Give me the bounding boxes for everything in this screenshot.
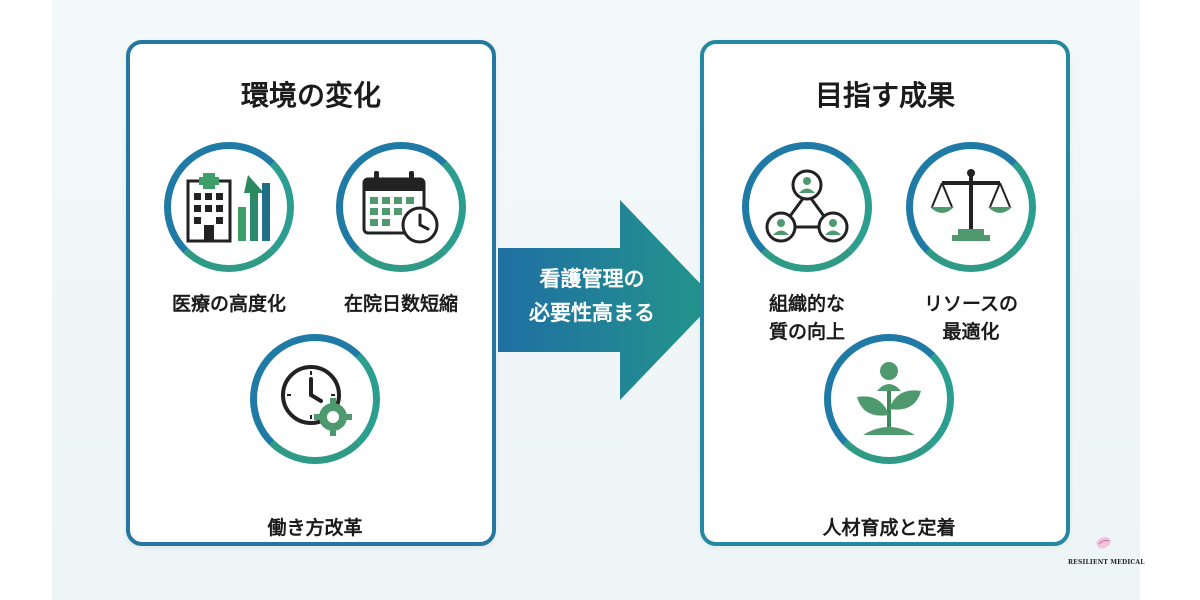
label-resource-optimization: リソースの 最適化 bbox=[923, 293, 1019, 343]
person-sprout-icon bbox=[824, 334, 954, 464]
panel-title-outcomes: 目指す成果 bbox=[814, 79, 955, 112]
hospital-growth-icon bbox=[164, 142, 294, 272]
panel-title-environment: 環境の変化 bbox=[240, 79, 381, 112]
arrow-text: 看護管理の 必要性高まる bbox=[529, 267, 655, 325]
item-work-style-reform: 働き方改革 bbox=[230, 334, 400, 542]
logo-mark-icon bbox=[1096, 536, 1111, 549]
item-organizational-quality: 組織的な 質の向上 bbox=[722, 142, 892, 346]
target-outcomes-panel: 目指す成果 組織的な 質の向上 bbox=[700, 40, 1070, 546]
item-medical-advancement: 医療の高度化 bbox=[144, 142, 314, 318]
label-shorter-hospital-stay: 在院日数短縮 bbox=[343, 293, 458, 315]
brand-logo: RESILIENT MEDICAL bbox=[1068, 534, 1145, 566]
balance-scale-icon bbox=[906, 142, 1036, 272]
label-work-style-reform: 働き方改革 bbox=[267, 517, 363, 539]
label-medical-advancement: 医療の高度化 bbox=[171, 293, 286, 315]
transition-arrow: 看護管理の 必要性高まる bbox=[498, 200, 718, 400]
item-shorter-hospital-stay: 在院日数短縮 bbox=[316, 142, 486, 318]
calendar-clock-icon bbox=[336, 142, 466, 272]
item-resource-optimization: リソースの 最適化 bbox=[886, 142, 1056, 346]
logo-name: RESILIENT MEDICAL bbox=[1068, 559, 1145, 566]
item-talent-development: 人材育成と定着 bbox=[804, 334, 974, 542]
label-organizational-quality: 組織的な 質の向上 bbox=[768, 293, 845, 343]
team-network-icon bbox=[742, 142, 872, 272]
label-talent-development: 人材育成と定着 bbox=[822, 517, 956, 539]
environment-change-panel: 環境の変化 医療の高度化 bbox=[126, 40, 496, 546]
clock-gear-icon bbox=[250, 334, 380, 464]
